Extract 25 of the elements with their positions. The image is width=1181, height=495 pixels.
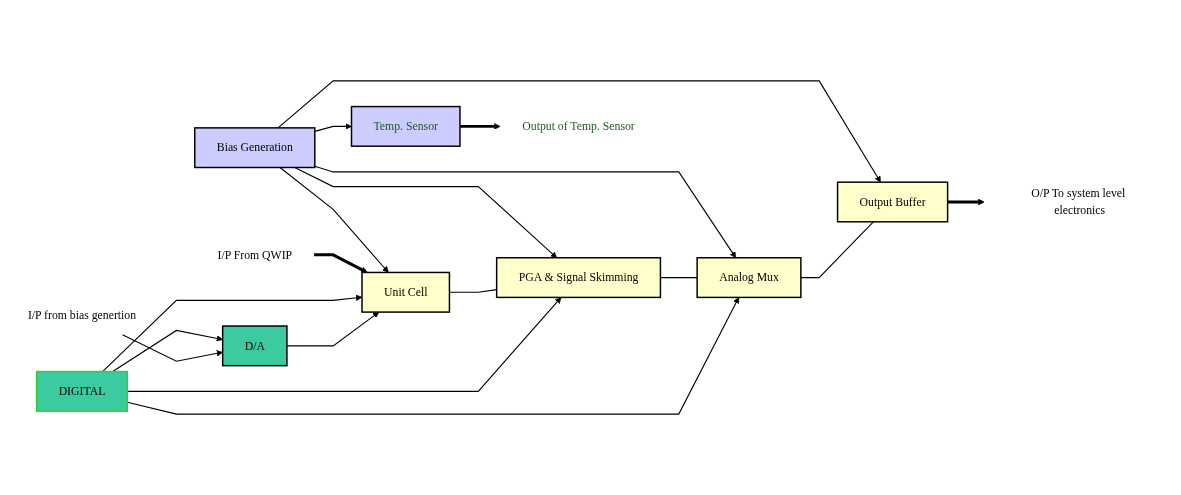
node-box: PGA & Signal Skimming xyxy=(495,257,662,299)
arrow xyxy=(277,80,881,183)
arrow xyxy=(286,311,380,347)
arrow xyxy=(112,329,223,373)
node-text: O/P To system level electronics xyxy=(1031,186,1126,217)
arrow xyxy=(294,166,557,259)
node-text: I/P from bias genertion xyxy=(27,308,137,321)
connector xyxy=(800,221,874,279)
node-box: Unit Cell xyxy=(361,271,451,313)
node-text: I/P From QWIP xyxy=(217,248,293,261)
arrow xyxy=(121,334,223,362)
node-text: Output of Temp. Sensor xyxy=(522,119,635,133)
arrow xyxy=(314,165,737,259)
node-box: D/A xyxy=(221,325,288,367)
arrow xyxy=(314,253,368,273)
arrow xyxy=(947,198,985,206)
node-box: Bias Generation xyxy=(194,127,316,169)
arrow xyxy=(459,123,501,130)
node-box: Analog Mux xyxy=(696,257,802,299)
arrow xyxy=(102,294,363,373)
node-box: DIGITAL xyxy=(35,370,129,412)
node-box: Temp. Sensor xyxy=(350,105,461,147)
node-box: Output Buffer xyxy=(836,181,949,223)
arrow xyxy=(314,123,352,132)
arrow xyxy=(279,166,389,273)
